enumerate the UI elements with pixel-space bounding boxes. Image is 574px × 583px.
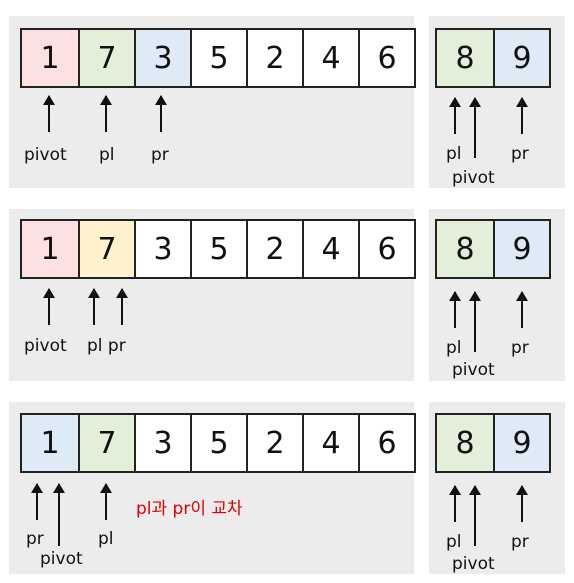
array-cell: 9 — [493, 30, 549, 86]
right-pl-arrow — [449, 97, 461, 134]
right-pr-label: pr — [511, 532, 529, 552]
pivot-arrow — [43, 95, 55, 132]
array-cell: 3 — [134, 415, 190, 471]
right-pivot-label: pivot — [452, 168, 495, 188]
array-cell: 4 — [302, 415, 358, 471]
array-cell: 1 — [22, 30, 78, 86]
array-cell: 2 — [246, 30, 302, 86]
pr-label: pr — [151, 145, 169, 165]
right-pr-arrow — [516, 485, 528, 522]
pr-arrow — [31, 483, 43, 520]
pl-label: pl — [99, 145, 115, 165]
right-pr-arrow — [516, 97, 528, 134]
pivot-label: pivot — [40, 549, 83, 569]
pr-label: pr — [26, 529, 44, 549]
array-cell: 9 — [493, 221, 549, 277]
step-3-left-array: 1 7 3 5 2 4 6 — [20, 413, 416, 473]
right-pr-label: pr — [511, 338, 529, 358]
array-cell: 7 — [78, 30, 134, 86]
pivot-label: pivot — [24, 145, 67, 165]
array-cell: 2 — [246, 415, 302, 471]
crossing-note: pl과 pr이 교차 — [136, 499, 243, 519]
right-pivot-arrow — [469, 485, 481, 546]
array-cell: 8 — [437, 221, 493, 277]
array-cell: 6 — [358, 30, 414, 86]
right-pl-arrow — [449, 485, 461, 522]
array-cell: 5 — [190, 415, 246, 471]
pivot-arrow — [43, 288, 55, 325]
right-pr-label: pr — [511, 144, 529, 164]
step-3-right-array: 8 9 — [435, 413, 551, 473]
pr-arrow — [116, 288, 128, 325]
right-pivot-label: pivot — [452, 554, 495, 574]
right-pl-label: pl — [446, 532, 462, 552]
pl-pr-label: pl pr — [87, 336, 126, 356]
array-cell: 7 — [78, 221, 134, 277]
pr-arrow — [155, 95, 167, 132]
array-cell: 3 — [134, 30, 190, 86]
array-cell: 1 — [22, 415, 78, 471]
pl-arrow — [100, 483, 112, 520]
right-pivot-arrow — [469, 291, 481, 352]
array-cell: 2 — [246, 221, 302, 277]
right-pr-arrow — [516, 291, 528, 328]
array-cell: 4 — [302, 30, 358, 86]
step-2-right-array: 8 9 — [435, 219, 551, 279]
pl-arrow — [88, 288, 100, 325]
array-cell: 8 — [437, 30, 493, 86]
step-2-left-array: 1 7 3 5 2 4 6 — [20, 219, 416, 279]
step-1-left-array: 1 7 3 5 2 4 6 — [20, 28, 416, 88]
array-cell: 5 — [190, 221, 246, 277]
step-1-right-array: 8 9 — [435, 28, 551, 88]
right-pivot-arrow — [469, 97, 481, 158]
pivot-label: pivot — [24, 336, 67, 356]
right-pl-arrow — [449, 291, 461, 328]
pl-label: pl — [98, 529, 114, 549]
array-cell: 1 — [22, 221, 78, 277]
pivot-arrow — [53, 483, 65, 546]
pl-arrow — [100, 95, 112, 132]
array-cell: 6 — [358, 415, 414, 471]
array-cell: 4 — [302, 221, 358, 277]
array-cell: 9 — [493, 415, 549, 471]
right-pl-label: pl — [446, 144, 462, 164]
array-cell: 3 — [134, 221, 190, 277]
array-cell: 6 — [358, 221, 414, 277]
array-cell: 8 — [437, 415, 493, 471]
array-cell: 7 — [78, 415, 134, 471]
right-pivot-label: pivot — [452, 360, 495, 380]
array-cell: 5 — [190, 30, 246, 86]
right-pl-label: pl — [446, 338, 462, 358]
